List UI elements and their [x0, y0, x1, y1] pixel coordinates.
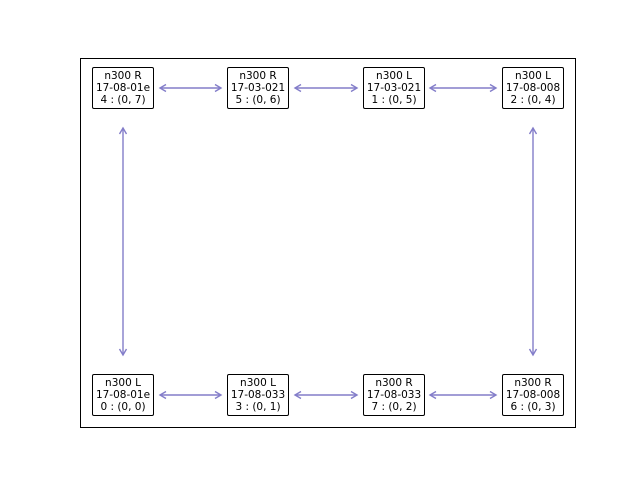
node-id-coord: 4 : (0, 7) [100, 94, 146, 107]
node-serial: 17-03-021 [230, 81, 286, 94]
node-chip-1: n300 L 17-03-021 1 : (0, 5) [363, 67, 425, 109]
node-serial: 17-08-01e [95, 388, 151, 401]
node-serial: 17-08-01e [95, 81, 151, 94]
node-id-coord: 1 : (0, 5) [371, 94, 417, 107]
node-id-coord: 6 : (0, 3) [510, 401, 556, 414]
node-id-coord: 2 : (0, 4) [510, 94, 556, 107]
node-chip-5: n300 R 17-03-021 5 : (0, 6) [227, 67, 289, 109]
node-chip-0: n300 L 17-08-01e 0 : (0, 0) [92, 374, 154, 416]
node-id-coord: 5 : (0, 6) [235, 94, 281, 107]
node-id-coord: 7 : (0, 2) [371, 401, 417, 414]
node-chip-3: n300 L 17-08-033 3 : (0, 1) [227, 374, 289, 416]
plot-frame [80, 58, 576, 428]
node-serial: 17-08-033 [366, 388, 422, 401]
node-type: n300 L [105, 376, 141, 389]
node-serial: 17-03-021 [366, 81, 422, 94]
node-type: n300 R [104, 69, 142, 82]
node-chip-6: n300 R 17-08-008 6 : (0, 3) [502, 374, 564, 416]
node-type: n300 L [240, 376, 276, 389]
node-chip-2: n300 L 17-08-008 2 : (0, 4) [502, 67, 564, 109]
node-chip-4: n300 R 17-08-01e 4 : (0, 7) [92, 67, 154, 109]
node-type: n300 L [376, 69, 412, 82]
node-chip-7: n300 R 17-08-033 7 : (0, 2) [363, 374, 425, 416]
node-type: n300 R [514, 376, 552, 389]
node-type: n300 R [239, 69, 277, 82]
node-id-coord: 0 : (0, 0) [100, 401, 146, 414]
node-serial: 17-08-033 [230, 388, 286, 401]
node-type: n300 R [375, 376, 413, 389]
node-id-coord: 3 : (0, 1) [235, 401, 281, 414]
node-serial: 17-08-008 [505, 81, 561, 94]
node-serial: 17-08-008 [505, 388, 561, 401]
node-type: n300 L [515, 69, 551, 82]
